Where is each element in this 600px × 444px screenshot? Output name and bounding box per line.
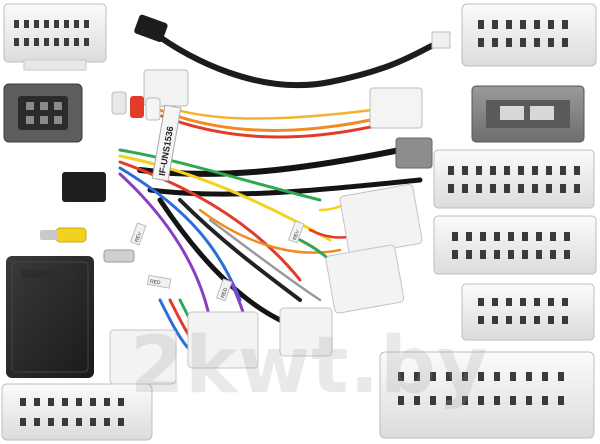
black-connector-left: [62, 172, 106, 202]
wire-tag-text: REV: [292, 229, 301, 241]
wire-bundle: [118, 14, 451, 352]
connector-face-right-1: [461, 3, 597, 67]
connector-face-bottom-left: [1, 383, 153, 441]
connector-face-grey-left: [3, 83, 83, 143]
wire-tag: RED: [215, 278, 233, 302]
can-interface-box: [6, 256, 94, 378]
connector-face-right-4: [433, 215, 597, 275]
harness-connector-white-top: [143, 69, 423, 129]
connector-face-right-5: [461, 283, 595, 341]
connector-face-top-left: [3, 3, 107, 71]
wire-tag-text: REV: [134, 231, 143, 243]
connector-face-right-6: [379, 351, 595, 439]
rca-plugs: [40, 91, 161, 263]
grey-connector-mid: [395, 137, 433, 169]
wire-tag-text: RED: [220, 287, 229, 299]
white-connectors-right-stack: [325, 183, 423, 314]
wire-tag: REV: [129, 222, 147, 246]
watermark-text: 2kwt.by: [130, 321, 489, 411]
wire-tag: RED: [146, 274, 172, 289]
wire-tag-text: RED: [149, 279, 161, 287]
connector-face-right-3: [433, 149, 595, 209]
wire-tag: REV: [287, 220, 305, 244]
harness-label-tag: IF-UNS1536: [151, 104, 182, 182]
connector-face-right-2: [471, 85, 585, 143]
white-connectors-bottom: [109, 307, 333, 385]
